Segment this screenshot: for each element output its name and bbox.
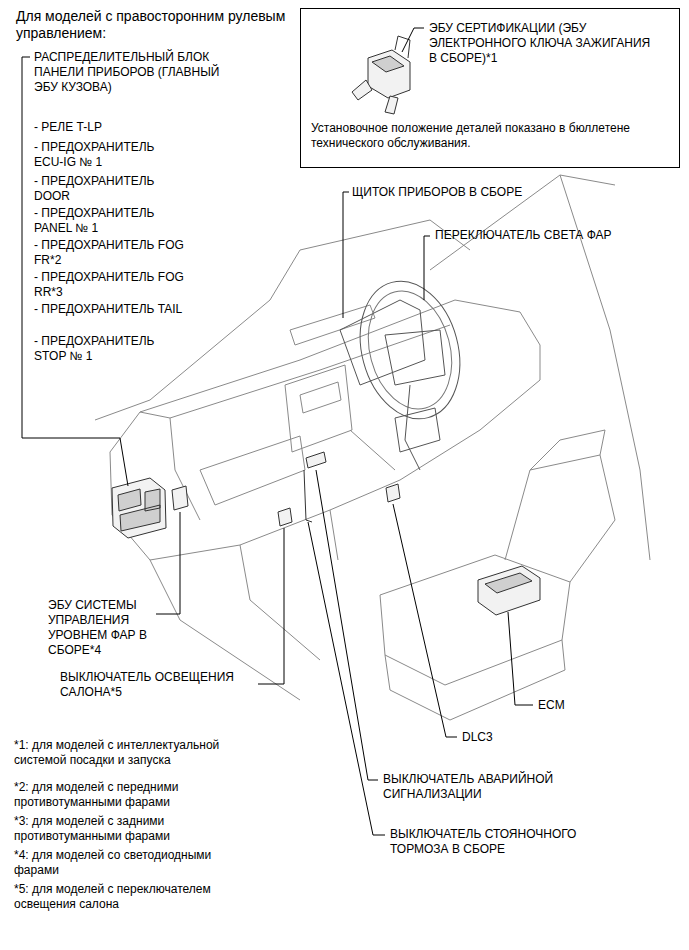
callout-box: ЭБУ СЕРТИФИКАЦИИ (ЭБУ ЭЛЕКТРОННОГО КЛЮЧА…	[300, 8, 680, 168]
part-name: ЭБУ СЕРТИФИКАЦИИ (ЭБУ ЭЛЕКТРОННОГО КЛЮЧА…	[429, 21, 654, 66]
part-name: - ПРЕДОХРАНИТЕЛЬ FOG FR*2	[34, 238, 184, 268]
part-name: - ПРЕДОХРАНИТЕЛЬ FOG RR*3	[34, 270, 184, 300]
part-name: ПЕРЕКЛЮЧАТЕЛЬ СВЕТА ФАР	[435, 228, 615, 243]
footnote: *3: для моделей с задними противотуманны…	[14, 814, 254, 844]
footnote: *4: для моделей со светодиодными фарами	[14, 848, 254, 878]
footnote: *2: для моделей с передними противотуман…	[14, 780, 254, 810]
part-name: ВЫКЛЮЧАТЕЛЬ СТОЯНОЧНОГО ТОРМОЗА В СБОРЕ	[390, 827, 590, 857]
note-text: Установочное положение деталей показано …	[311, 121, 671, 151]
part-name: - РЕЛЕ T-LP	[34, 120, 214, 135]
part-name: - ПРЕДОХРАНИТЕЛЬ ECU-IG № 1	[34, 140, 184, 170]
footnote: *1: для моделей с интеллектуальной систе…	[14, 738, 254, 768]
part-name: ЭБУ СИСТЕМЫ УПРАВЛЕНИЯ УРОВНЕМ ФАР В СБО…	[48, 598, 188, 658]
part-name: ECM	[538, 698, 598, 713]
part-name: - ПРЕДОХРАНИТЕЛЬ TAIL	[34, 302, 184, 317]
part-name: DLC3	[462, 730, 522, 745]
part-name: ВЫКЛЮЧАТЕЛЬ ОСВЕЩЕНИЯ САЛОНА*5	[60, 670, 255, 700]
part-name: ВЫКЛЮЧАТЕЛЬ АВАРИЙНОЙ СИГНАЛИЗАЦИИ	[383, 772, 583, 802]
part-name: - ПРЕДОХРАНИТЕЛЬ PANEL № 1	[34, 206, 184, 236]
part-name: - ПРЕДОХРАНИТЕЛЬ DOOR	[34, 174, 184, 204]
part-name: РАСПРЕДЕЛИТЕЛЬНЫЙ БЛОК ПАНЕЛИ ПРИБОРОВ (…	[34, 50, 239, 95]
footnote: *5: для моделей с переключателем освещен…	[14, 882, 254, 912]
part-name: ЩИТОК ПРИБОРОВ В СБОРЕ	[352, 185, 592, 200]
part-name: - ПРЕДОХРАНИТЕЛЬ STOP № 1	[34, 334, 184, 364]
page-title: Для моделей с правосторонним рулевым упр…	[16, 8, 301, 42]
